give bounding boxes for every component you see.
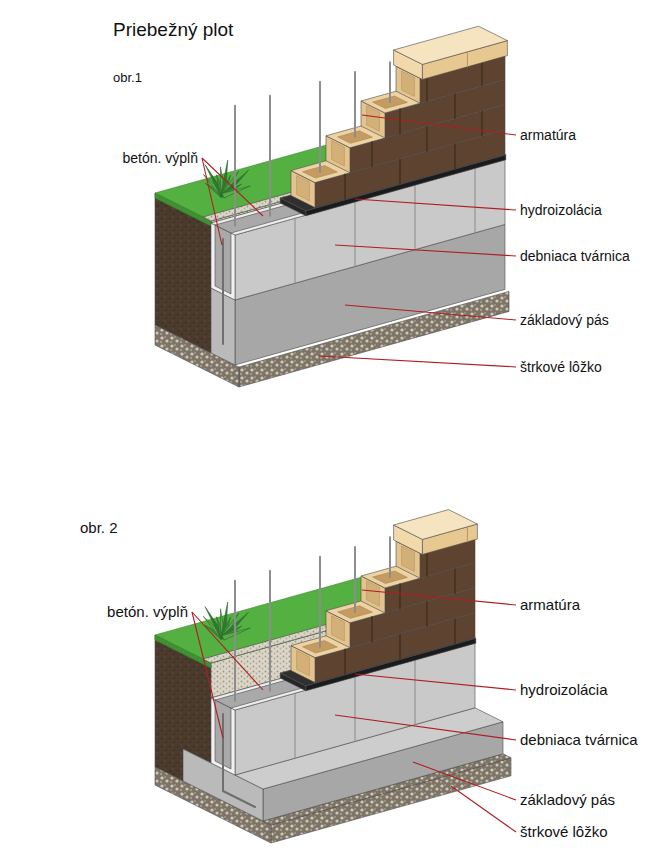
rebar [223, 791, 255, 807]
plant-leaf [222, 186, 250, 198]
figure-number: obr.1 [113, 70, 142, 86]
rebar [319, 82, 321, 172]
block-joint [415, 185, 416, 250]
block-cavity [367, 581, 380, 606]
block-cavity [402, 546, 415, 571]
block-cavity [402, 71, 415, 96]
block-cavity [332, 141, 345, 166]
coping-joint [467, 527, 468, 542]
block-cavity [297, 650, 310, 675]
leader-line [335, 715, 516, 740]
leader-line [362, 590, 516, 605]
rebar [389, 537, 391, 577]
block-joint [295, 693, 296, 758]
brick-joint [454, 568, 455, 593]
brick-joint [371, 617, 372, 642]
leader-line [335, 245, 516, 256]
brick-joint [344, 174, 345, 199]
brick-joint [399, 584, 400, 609]
grass-edge [155, 193, 211, 226]
brick-joint [426, 76, 427, 101]
brick-joint [371, 142, 372, 167]
part-label: debniaca tvárnica [520, 248, 630, 265]
fence-figure [155, 26, 509, 387]
part-label: armatúra [520, 127, 576, 144]
brick-joint [454, 618, 455, 643]
rebar [354, 547, 356, 612]
leader-line [319, 356, 516, 367]
rebar [389, 62, 391, 102]
brick-joint [426, 126, 427, 151]
part-label: debniaca tvárnica [520, 731, 638, 749]
rebar [222, 239, 224, 344]
block-cavity [367, 106, 380, 131]
part-label: základový pás [520, 312, 609, 329]
leader-line [362, 115, 516, 135]
part-label: základový pás [520, 791, 615, 809]
coping-block-top [394, 26, 508, 64]
block-joint [415, 660, 416, 725]
fence-figure [155, 510, 511, 843]
figure-title: Priebežný plot [113, 19, 233, 42]
part-label: štrkové lôžko [520, 823, 608, 841]
leader-line [355, 674, 516, 690]
part-label: betón. výplň [107, 603, 188, 621]
brick-joint [454, 93, 455, 118]
leader-line [355, 199, 516, 210]
block-joint [355, 676, 356, 741]
part-label: betón. výplň [123, 150, 199, 167]
brick-joint [399, 634, 400, 659]
brick-joint [481, 111, 482, 136]
rebar [234, 106, 236, 226]
brick-joint [399, 109, 400, 134]
leader-line [202, 158, 263, 216]
figure-number: obr. 2 [80, 519, 118, 537]
rebar [354, 72, 356, 137]
leader-line [202, 158, 222, 245]
rebar [222, 714, 224, 791]
leader-line [413, 762, 516, 800]
rebar [234, 581, 236, 701]
block-joint [475, 168, 476, 233]
leader-line [192, 612, 223, 738]
block-joint [355, 201, 356, 266]
brick-joint [426, 601, 427, 626]
part-label: hydroizolácia [520, 681, 608, 699]
part-label: armatúra [520, 596, 580, 614]
leader-line [192, 612, 263, 690]
part-label: hydroizolácia [520, 202, 602, 219]
coping-joint [467, 52, 468, 67]
grass-edge [155, 635, 211, 668]
brick-joint [454, 143, 455, 168]
block-cavity [297, 175, 310, 200]
rebar [269, 96, 271, 216]
leader-line [345, 305, 516, 320]
block-cavity [332, 616, 345, 641]
brick-joint [399, 159, 400, 184]
brick-joint [481, 61, 482, 86]
brick-joint [426, 551, 427, 576]
coping-block-top [394, 510, 478, 540]
part-label: štrkové lôžko [520, 359, 602, 376]
leader-lines [192, 115, 516, 832]
plant-leaf [222, 628, 250, 640]
rebar [319, 557, 321, 647]
rebar [269, 571, 271, 691]
brick-joint [344, 649, 345, 674]
block-joint [295, 218, 296, 283]
leader-line [451, 786, 516, 832]
